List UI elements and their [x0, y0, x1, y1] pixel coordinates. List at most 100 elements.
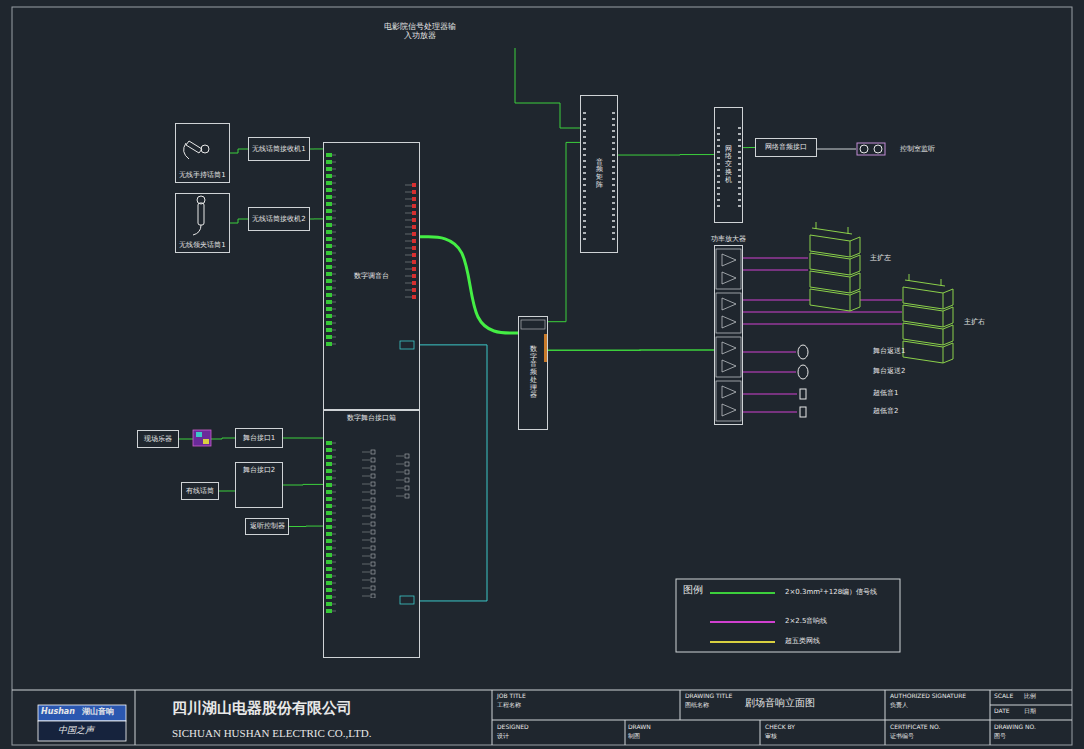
cell-caption: CERTIFICATE NO.: [890, 724, 940, 731]
node-label: 有线话筒: [186, 487, 214, 495]
interface-box: 舞台接口2: [235, 462, 283, 508]
stagebox-pins: [326, 440, 414, 615]
node-label: 无线话筒接收机1: [252, 145, 305, 153]
legend-frame: [676, 579, 900, 652]
cell-caption: 负责人: [890, 702, 908, 709]
speaker-cables: [743, 258, 902, 412]
interface-box: 网络音频接口: [755, 138, 817, 157]
node-label: 现场乐器: [144, 435, 172, 443]
cell-caption: 图号: [994, 733, 1006, 740]
node-label: 网络交换机: [725, 146, 732, 184]
legend-text: 2×0.3mm²+128编）信号线: [785, 588, 877, 596]
cell-caption: DRAWN: [628, 724, 651, 731]
amplifier-rack: 功率放大器: [714, 245, 743, 425]
sheet-frame: [12, 7, 1072, 745]
node-label: 数字调音台: [354, 272, 389, 280]
node-label: 功率放大器: [711, 235, 746, 243]
leader-line: [515, 48, 580, 128]
signal-wire: [618, 154, 714, 155]
cell-caption: DATE: [994, 708, 1010, 715]
cell-caption: 审核: [765, 733, 777, 740]
cell-caption: DESIGNED: [497, 724, 529, 731]
mixer-box: 数字调音台: [323, 142, 420, 410]
speaker-label: 主扩右: [964, 318, 985, 326]
legend-samples: [710, 593, 775, 642]
line-array-speaker: [810, 222, 953, 363]
node-label: 舞台接口1: [243, 434, 275, 442]
signal-wire: [420, 345, 487, 601]
speaker-label: 舞台返送1: [873, 347, 905, 355]
receiver-box: 无线话筒接收机2: [248, 207, 310, 231]
signal-wire: [548, 349, 714, 351]
matrix-rack: 音频矩阵: [580, 95, 618, 253]
legend-swatch: [710, 592, 775, 594]
mic-symbol: [184, 141, 209, 235]
interface-box: 返听控制器: [245, 518, 289, 535]
cell-caption: 日期: [1024, 708, 1036, 715]
speaker-label: 超低音1: [873, 389, 898, 397]
mic-box: 无线手持话筒1: [175, 123, 230, 183]
cell-caption: 比例: [1024, 693, 1036, 700]
legend-text: 2×2.5音响线: [785, 617, 827, 625]
switch-rack: 网络交换机: [714, 107, 743, 223]
speaker-label: 舞台返送2: [873, 367, 905, 375]
signal-wire: [219, 490, 235, 491]
cell-caption: SCALE: [994, 693, 1013, 700]
signal-wire: [283, 484, 323, 486]
signal-wire: [743, 147, 755, 148]
legend-swatch: [710, 641, 775, 643]
signal-note: 电影院信号处理器输 入功放器: [380, 22, 460, 40]
stagebox: 数字舞台接口箱: [323, 410, 420, 658]
company-name: 四川湖山电器股份有限公司: [172, 700, 352, 717]
node-label: 无线手持话筒1: [179, 171, 225, 179]
logo-text: 湖山音响: [82, 707, 114, 716]
cell-caption: DRAWING NO.: [994, 724, 1036, 731]
node-label: 音频矩阵: [596, 159, 603, 190]
cell-caption: 图纸名称: [685, 702, 709, 709]
node-label: 无线领夹话筒1: [179, 241, 225, 249]
interface-box: 舞台接口1: [235, 428, 283, 448]
legend-text: 超五类网线: [785, 637, 820, 645]
processor-rack: 数字音频处理器: [518, 316, 548, 430]
signal-wire: [289, 526, 323, 527]
cell-caption: 制图: [628, 733, 640, 740]
monitor-speaker: [817, 143, 885, 155]
cell-caption: 工程名称: [497, 702, 521, 709]
cell-caption: AUTHORIZED SIGNATURE: [890, 693, 966, 700]
cell-caption: DRAWING TITLE: [685, 693, 732, 700]
signal-wire: [230, 149, 248, 153]
mic-box: 无线领夹话筒1: [175, 193, 230, 253]
logo-text: Hushan: [41, 707, 75, 716]
source-box: 现场乐器: [137, 430, 179, 448]
logo-slogan: 中国之声: [58, 725, 94, 735]
signal-wire: [310, 148, 323, 149]
node-label: 返听控制器: [250, 522, 285, 530]
signal-wire: [548, 142, 580, 321]
speaker-label: 超低音2: [873, 407, 898, 415]
node-label: 数字音频处理器: [530, 346, 537, 400]
company-logo: [38, 705, 126, 741]
signal-wire: [310, 218, 323, 219]
speaker-label: 主扩左: [870, 254, 891, 262]
legend-swatch: [710, 621, 775, 623]
cell-caption: 证书编号: [890, 733, 914, 740]
di-box: [193, 430, 211, 446]
cell-caption: JOB TITLE: [497, 693, 526, 700]
cell-caption: CHECK BY: [765, 724, 795, 731]
receiver-box: 无线话筒接收机1: [248, 137, 310, 161]
signal-wire: [230, 219, 248, 223]
speaker-label: 控制室监听: [900, 145, 935, 153]
signal-wire: [283, 438, 323, 439]
amplifier-modules: [716, 249, 741, 421]
small-speaker: [798, 345, 808, 417]
node-label: 舞台接口2: [243, 466, 275, 474]
legend-heading: 图例: [683, 584, 703, 596]
mixer-channel-pins: [326, 152, 417, 349]
company-name: SICHUAN HUSHAN ELECTRIC CO.,LTD.: [172, 727, 371, 740]
source-box: 有线话筒: [181, 482, 219, 500]
drawing-title: 剧场音响立面图: [745, 697, 815, 709]
node-label: 无线话筒接收机2: [252, 215, 305, 223]
